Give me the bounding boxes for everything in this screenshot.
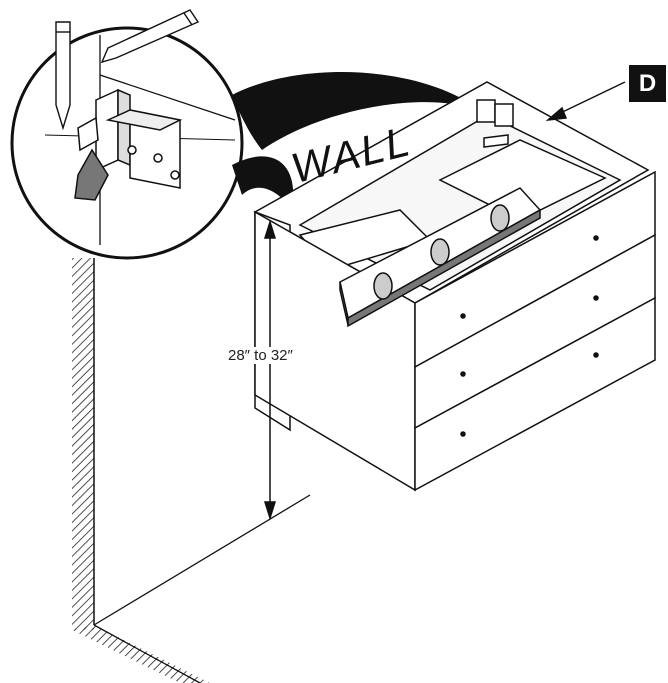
height-label: 28″ to 32″: [226, 347, 295, 364]
bracket-detail: [74, 88, 183, 201]
floor-lines: [93, 494, 311, 683]
detail-connector-lower: [232, 156, 294, 210]
pencil-icon: [55, 9, 200, 131]
detail-magnifier: [10, 9, 244, 260]
detail-connector: [232, 72, 480, 150]
spirit-level: [339, 187, 542, 328]
pointer-arrow: [545, 81, 626, 122]
height-dimension: [263, 219, 277, 521]
wall-section: [72, 258, 210, 683]
step-badge: D: [629, 65, 666, 102]
